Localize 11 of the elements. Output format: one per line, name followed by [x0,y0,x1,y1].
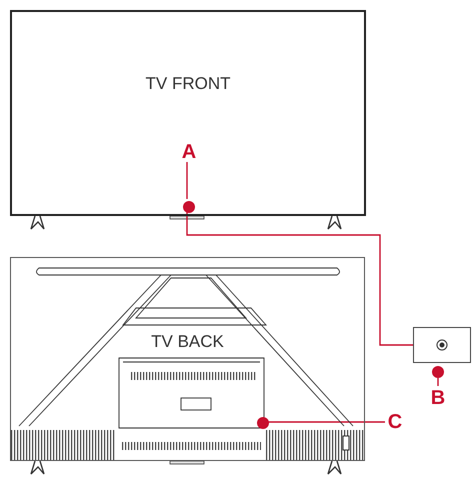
point-marker [257,417,269,429]
leader-line [186,211,413,346]
leader-line [186,162,188,199]
point-marker [183,201,195,213]
point-marker [432,366,444,378]
callout-letter: C [385,410,405,434]
button-inset-box [413,327,471,363]
leader-line [268,421,385,423]
callout-letter: B [428,386,448,410]
tv-front-screen [10,10,366,216]
callout-letter: A [179,140,199,164]
